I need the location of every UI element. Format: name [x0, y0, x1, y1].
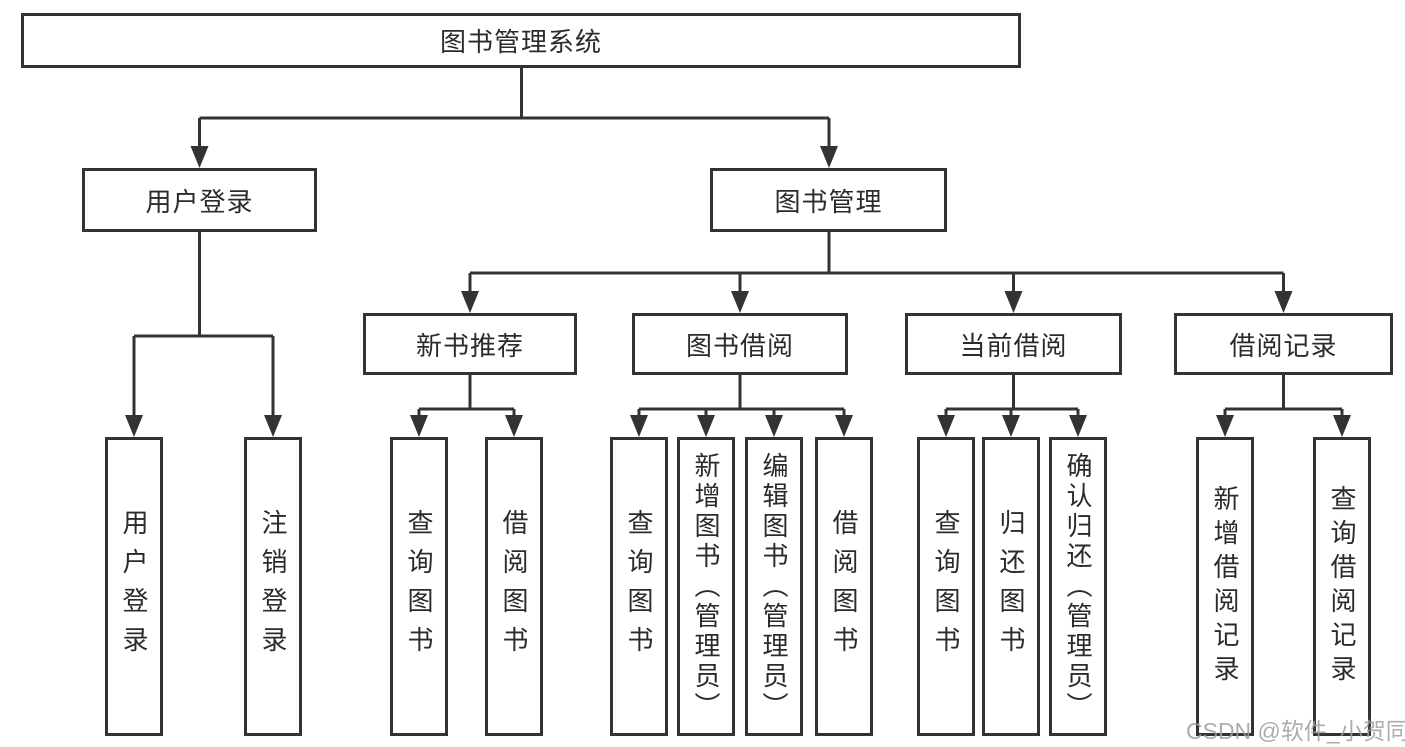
- csdn-watermark: CSDN @软件_小贺同学: [1186, 718, 1405, 744]
- node-new-book-recommend: 新书推荐: [363, 313, 577, 375]
- leaf-return-book-label: 归还图书: [996, 508, 1026, 665]
- leaf-borrow-book-1-label: 借阅图书: [499, 508, 529, 665]
- node-library-system: 图书管理系统: [21, 13, 1021, 68]
- leaf-query-book-2-label: 查询图书: [624, 508, 654, 665]
- leaf-add-book-admin-label: 新增图书（管理员）: [691, 451, 721, 722]
- leaf-query-book-2: 查询图书: [610, 437, 668, 736]
- node-book-borrow: 图书借阅: [632, 313, 848, 375]
- leaf-query-borrow-record-label: 查询借阅记录: [1327, 484, 1357, 689]
- leaf-query-book-3: 查询图书: [917, 437, 975, 736]
- leaf-query-book-1-label: 查询图书: [404, 508, 434, 665]
- leaf-user-login-label: 用户登录: [119, 508, 149, 665]
- leaf-edit-book-admin: 编辑图书（管理员）: [745, 437, 803, 736]
- node-user-login: 用户登录: [82, 168, 317, 232]
- leaf-logout: 注销登录: [244, 437, 302, 736]
- leaf-confirm-return-admin: 确认归还（管理员）: [1049, 437, 1107, 736]
- node-book-borrow-label: 图书借阅: [685, 330, 794, 361]
- node-borrow-record: 借阅记录: [1174, 313, 1393, 375]
- leaf-add-book-admin: 新增图书（管理员）: [677, 437, 735, 736]
- leaf-user-login: 用户登录: [105, 437, 163, 736]
- leaf-query-book-3-label: 查询图书: [931, 508, 961, 665]
- leaf-query-borrow-record: 查询借阅记录: [1313, 437, 1371, 736]
- leaf-confirm-return-admin-label: 确认归还（管理员）: [1063, 451, 1093, 722]
- node-current-borrow: 当前借阅: [905, 313, 1122, 375]
- node-library-system-label: 图书管理系统: [439, 27, 602, 57]
- node-new-book-recommend-label: 新书推荐: [415, 330, 524, 361]
- node-borrow-record-label: 借阅记录: [1229, 330, 1338, 361]
- leaf-query-book-1: 查询图书: [390, 437, 448, 736]
- node-book-management: 图书管理: [710, 168, 947, 232]
- leaf-add-borrow-record-label: 新增借阅记录: [1210, 484, 1240, 689]
- leaf-add-borrow-record: 新增借阅记录: [1196, 437, 1254, 736]
- leaf-borrow-book-2-label: 借阅图书: [829, 508, 859, 665]
- node-current-borrow-label: 当前借阅: [959, 330, 1068, 361]
- leaf-borrow-book-2: 借阅图书: [815, 437, 873, 736]
- leaf-return-book: 归还图书: [982, 437, 1040, 736]
- node-user-login-label: 用户登录: [145, 186, 254, 217]
- leaf-borrow-book-1: 借阅图书: [485, 437, 543, 736]
- leaf-logout-label: 注销登录: [258, 508, 288, 665]
- node-book-management-label: 图书管理: [774, 186, 883, 217]
- leaf-edit-book-admin-label: 编辑图书（管理员）: [759, 451, 789, 722]
